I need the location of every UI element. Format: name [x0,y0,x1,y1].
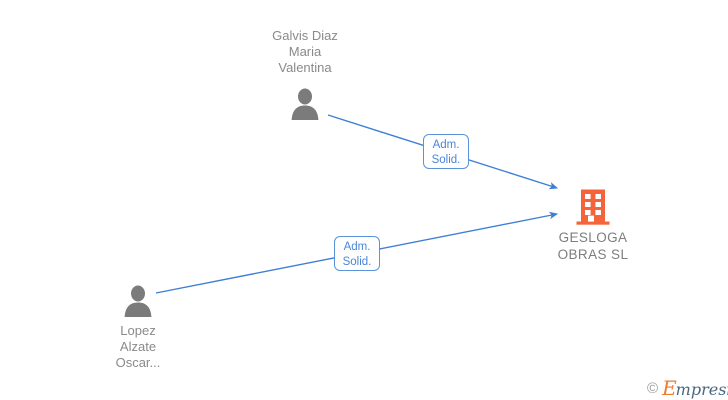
node-person-galvis[interactable] [288,88,322,120]
building-icon [576,189,610,225]
edge-label-lopez-gesloga[interactable]: Adm. Solid. [334,236,380,271]
person-icon [291,88,319,120]
brand-name: mpresia [675,380,728,399]
copyright-icon: © [647,379,659,397]
node-company-gesloga[interactable] [575,188,611,231]
watermark-empresia: © E mpresia [647,378,728,398]
brand-initial: E [662,376,677,400]
node-label-company-gesloga: GESLOGA OBRAS SL [557,230,629,262]
node-person-lopez[interactable] [121,285,155,317]
person-icon [124,285,152,317]
node-label-person-lopez: Lopez Alzate Oscar... [115,323,161,370]
node-label-person-galvis: Galvis Diaz Maria Valentina [272,28,338,75]
edge-label-galvis-gesloga[interactable]: Adm. Solid. [423,134,469,169]
